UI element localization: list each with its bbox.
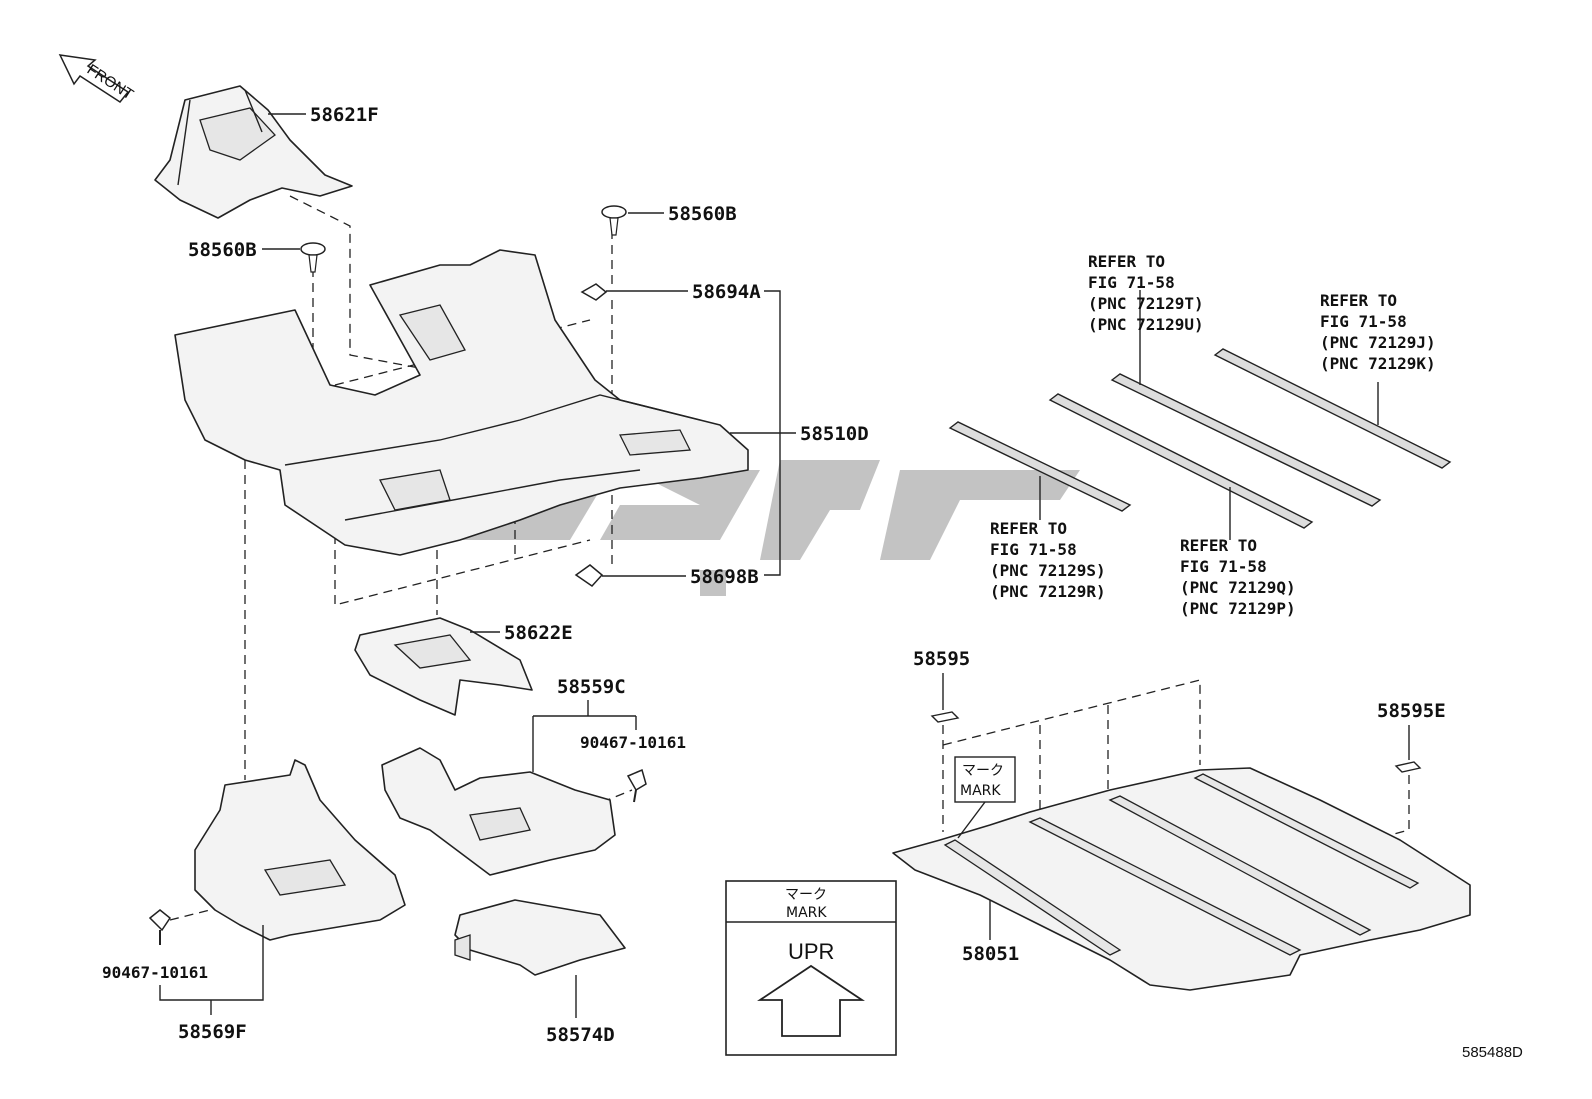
label-58694A: 58694A xyxy=(692,281,761,303)
svg-text:(PNC 72129P): (PNC 72129P) xyxy=(1180,599,1296,618)
ref-note-1: REFER TO FIG 71-58 (PNC 72129T) (PNC 721… xyxy=(1088,252,1204,334)
part-58574D-box xyxy=(454,899,626,976)
label-90467-right: 90467-10161 xyxy=(580,733,686,752)
label-58595: 58595 xyxy=(913,648,970,670)
svg-text:(PNC 72129S): (PNC 72129S) xyxy=(990,561,1106,580)
part-58622E-tray xyxy=(354,617,533,716)
diagram-id: 585488D xyxy=(1462,1044,1523,1061)
part-58559C-tray xyxy=(381,747,616,876)
ref-note-2: REFER TO FIG 71-58 (PNC 72129J) (PNC 721… xyxy=(1320,291,1436,373)
svg-text:(PNC 72129R): (PNC 72129R) xyxy=(990,582,1106,601)
svg-text:マーク: マーク xyxy=(962,763,1004,779)
label-58698B: 58698B xyxy=(690,566,759,588)
guide-lines-58051 xyxy=(942,679,1410,960)
svg-text:REFER TO: REFER TO xyxy=(1320,291,1397,310)
svg-text:マーク: マーク xyxy=(785,887,827,903)
svg-text:MARK: MARK xyxy=(960,783,1001,799)
label-58569F: 58569F xyxy=(178,1021,247,1043)
clip-90467-right xyxy=(626,768,647,803)
label-90467-left: 90467-10161 xyxy=(102,963,208,982)
clip-90467-left xyxy=(148,909,172,945)
svg-text:FIG 71-58: FIG 71-58 xyxy=(1320,312,1407,331)
svg-text:(PNC 72129Q): (PNC 72129Q) xyxy=(1180,578,1296,597)
svg-text:(PNC 72129T): (PNC 72129T) xyxy=(1088,294,1204,313)
label-58510D: 58510D xyxy=(800,423,869,445)
up-arrow-icon xyxy=(757,964,865,1037)
svg-text:FIG 71-58: FIG 71-58 xyxy=(1180,557,1267,576)
svg-text:(PNC 72129K): (PNC 72129K) xyxy=(1320,354,1436,373)
part-58051-deck-board xyxy=(892,767,1471,991)
label-58574D: 58574D xyxy=(546,1024,615,1046)
svg-text:MARK: MARK xyxy=(786,905,827,921)
upr-label: UPR xyxy=(788,939,834,964)
label-58560B-left: 58560B xyxy=(188,239,257,261)
ref-note-4: REFER TO FIG 71-58 (PNC 72129Q) (PNC 721… xyxy=(1180,536,1296,618)
svg-text:FIG 71-58: FIG 71-58 xyxy=(990,540,1077,559)
label-58051: 58051 xyxy=(962,943,1019,965)
mark-callout: マーク MARK xyxy=(954,756,1016,839)
svg-text:REFER TO: REFER TO xyxy=(1088,252,1165,271)
clip-58698B xyxy=(574,564,604,587)
mark-legend-box: マーク MARK UPR xyxy=(725,880,897,1056)
clip-58595 xyxy=(930,711,960,723)
rail-group xyxy=(948,348,1452,529)
clip-58560B-right xyxy=(601,205,627,236)
svg-text:FIG 71-58: FIG 71-58 xyxy=(1088,273,1175,292)
svg-text:REFER TO: REFER TO xyxy=(1180,536,1257,555)
part-58569F-tray xyxy=(194,759,406,941)
label-58559C: 58559C xyxy=(557,676,626,698)
clip-58595E xyxy=(1394,761,1422,773)
svg-text:REFER TO: REFER TO xyxy=(990,519,1067,538)
label-58621F: 58621F xyxy=(310,104,379,126)
part-58621F-insulator xyxy=(154,85,353,219)
clip-58694A xyxy=(580,283,608,301)
label-58622E: 58622E xyxy=(504,622,573,644)
front-arrow: FRONT xyxy=(58,54,136,103)
part-58510D-floor-carpet xyxy=(174,249,749,556)
svg-text:(PNC 72129J): (PNC 72129J) xyxy=(1320,333,1436,352)
label-58595E: 58595E xyxy=(1377,700,1446,722)
ref-note-3: REFER TO FIG 71-58 (PNC 72129S) (PNC 721… xyxy=(990,519,1106,601)
clip-58560B-left xyxy=(300,242,326,273)
svg-text:(PNC 72129U): (PNC 72129U) xyxy=(1088,315,1204,334)
label-58560B-right: 58560B xyxy=(668,203,737,225)
